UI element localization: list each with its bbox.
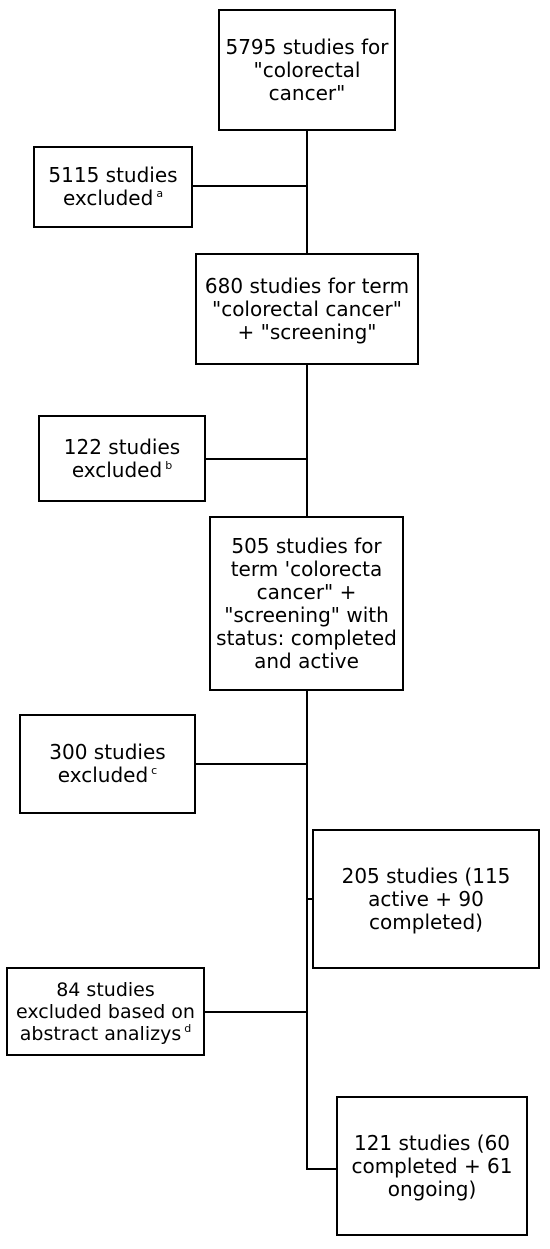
step-1-text: 5795 studies for "colorectal cancer"	[225, 34, 389, 105]
excluded-2-footnote: b	[165, 458, 173, 472]
step-2-box: 680 studies for term "colorectal cancer"…	[195, 253, 419, 365]
excluded-3-footnote: c	[151, 764, 158, 777]
excluded-3-text: 300 studies excluded	[49, 740, 166, 787]
excluded-4-box: 84 studies excluded based on abstract an…	[6, 967, 205, 1056]
excluded-2-text: 122 studies excluded	[63, 434, 181, 482]
step-2-text: 680 studies for term "colorectal cancer"…	[204, 273, 410, 344]
excluded-1-text: 5115 studies excluded	[48, 163, 178, 210]
excluded-4-footnote: d	[184, 1021, 192, 1035]
step-5-text: 121 studies (60 completed + 61 ongoing)	[351, 1130, 513, 1201]
step-1-box: 5795 studies for "colorectal cancer"	[218, 9, 396, 131]
excluded-4-text: 84 studies excluded based on abstract an…	[16, 978, 195, 1045]
step-3-box: 505 studies for term 'colorecta cancer" …	[209, 516, 404, 691]
step-3-text: 505 studies for term 'colorecta cancer" …	[216, 533, 397, 673]
excluded-1-footnote: a	[156, 187, 164, 200]
step-4-box: 205 studies (115 active + 90 completed)	[312, 829, 540, 969]
step-5-box: 121 studies (60 completed + 61 ongoing)	[336, 1096, 528, 1236]
step-4-text: 205 studies (115 active + 90 completed)	[341, 863, 511, 934]
